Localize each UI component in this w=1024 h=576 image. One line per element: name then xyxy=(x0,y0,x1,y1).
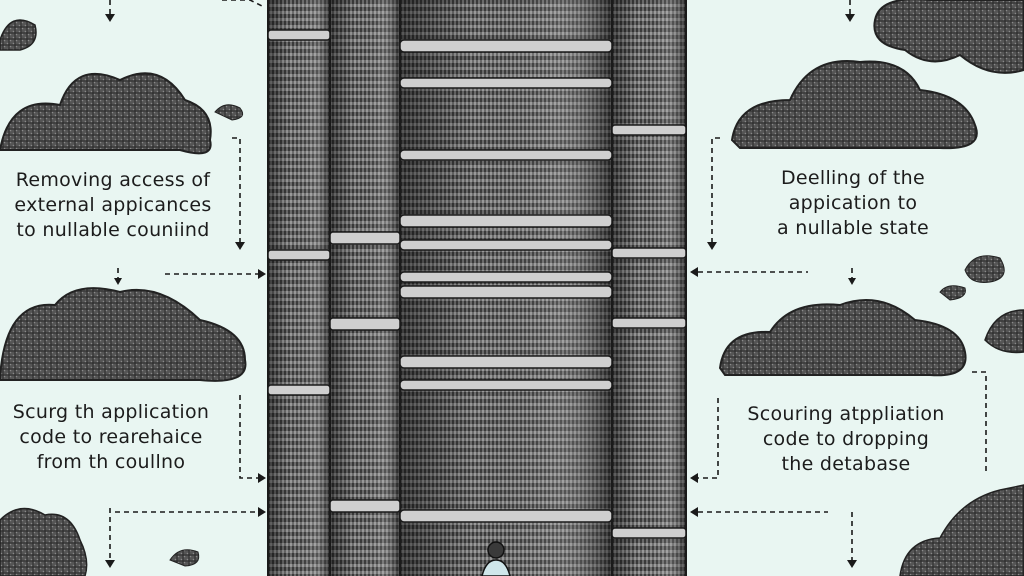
caption-line: Deelling of the xyxy=(780,167,926,189)
caption-line: to nullable couniind xyxy=(16,219,210,241)
connector-arrows xyxy=(109,0,987,562)
tower xyxy=(267,0,687,576)
caption-bottom-right: Scouring atppliation code to dropping th… xyxy=(736,402,956,477)
caption-top-left: Removing access of external appicances t… xyxy=(8,168,218,243)
caption-line: code to rearehaice xyxy=(19,426,203,448)
caption-line: external appicances xyxy=(14,194,212,216)
cloud-mid-left xyxy=(0,287,247,382)
caption-line: the detabase xyxy=(781,453,911,475)
cloud-top-right xyxy=(730,60,978,150)
caption-top-right: Deelling of the appication to a nullable… xyxy=(748,166,958,241)
caption-line: a nullable state xyxy=(777,217,929,239)
cloud-top-right-corner xyxy=(873,0,1024,74)
caption-bottom-left: Scurg th application code to rearehaice … xyxy=(6,400,216,475)
bushes-bottom-right xyxy=(899,484,1024,576)
caption-line: from th coullno xyxy=(36,451,186,473)
caption-line: Scouring atppliation xyxy=(747,403,945,425)
caption-line: Removing access of xyxy=(15,169,211,191)
cloud-mid-right xyxy=(718,255,1024,377)
bushes-bottom-left xyxy=(0,507,200,576)
cloud-top-left xyxy=(0,72,212,155)
arrowheads xyxy=(105,14,857,568)
caption-line: appication to xyxy=(788,192,918,214)
caption-line: Scurg th application xyxy=(12,401,210,423)
caption-line: code to dropping xyxy=(762,428,930,450)
cloud-top-left-small xyxy=(0,19,244,121)
